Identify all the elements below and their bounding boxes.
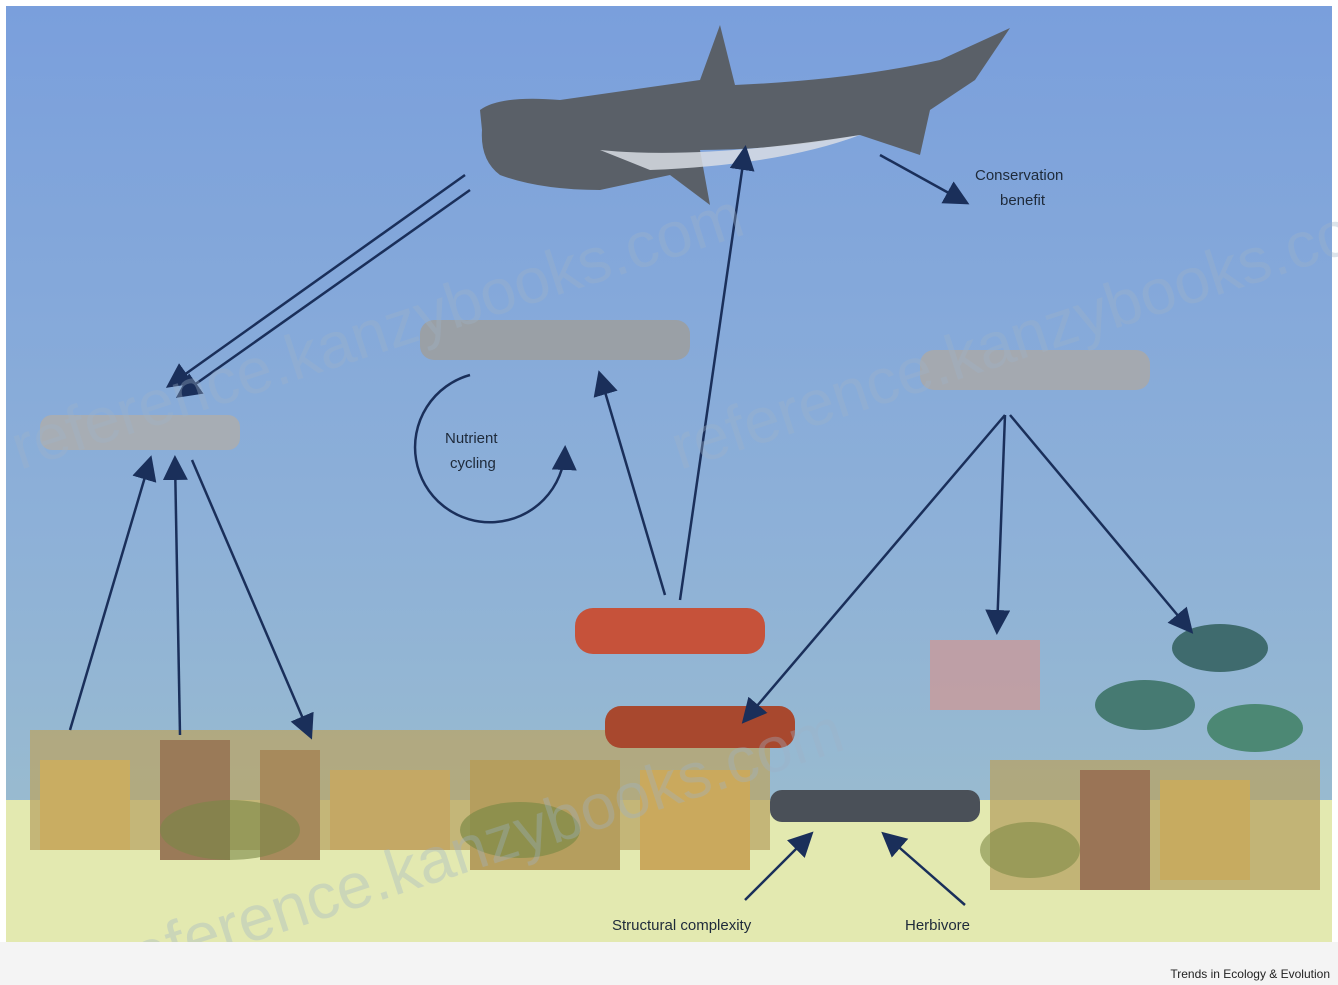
parrotfish-3 — [1207, 704, 1303, 752]
nutrient-cycling-label-line2: cycling — [450, 455, 496, 472]
conservation-benefit-label-line1: Conservation — [975, 167, 1063, 184]
structural-complexity-label: Structural complexity — [612, 917, 752, 934]
herbivore-label: Herbivore — [905, 917, 970, 934]
coral — [930, 640, 1040, 710]
parrotfish-1 — [1172, 624, 1268, 672]
parrotfish-2 — [1095, 680, 1195, 730]
small-shark-bottom — [770, 790, 980, 822]
red-fish — [575, 608, 765, 654]
journal-credit: Trends in Ecology & Evolution — [1170, 967, 1330, 981]
footer-bar — [0, 942, 1338, 985]
conservation-benefit-label-line2: benefit — [1000, 192, 1046, 209]
nutrient-cycling-label-line1: Nutrient — [445, 430, 498, 447]
